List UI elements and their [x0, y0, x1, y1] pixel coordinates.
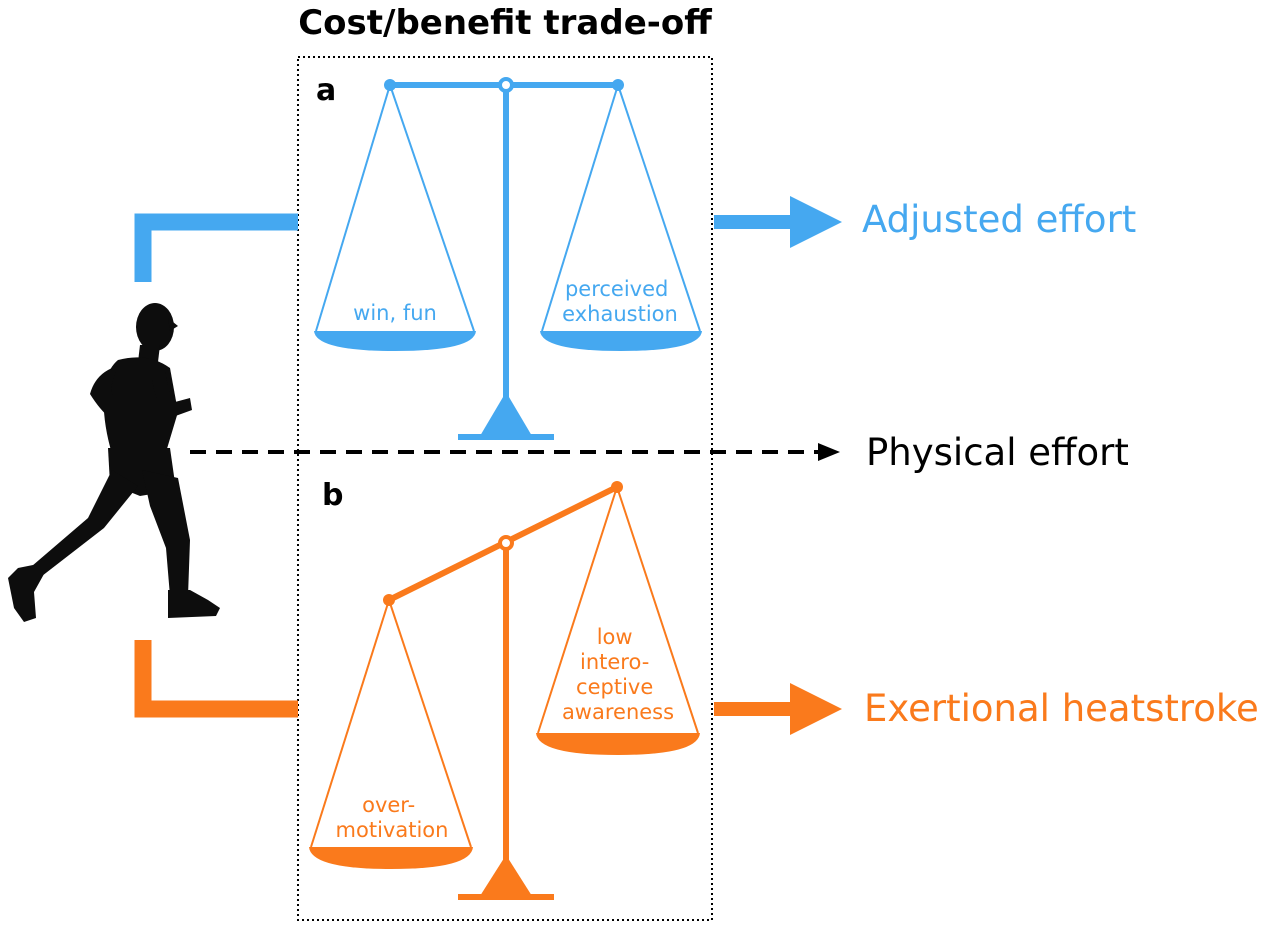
- panel-a-left-pan-text: win, fun: [353, 301, 437, 325]
- panel-b-input-connector: [134, 640, 298, 718]
- physical-effort-arrowhead: [818, 443, 840, 461]
- panel-b-label: b: [322, 478, 343, 513]
- adjusted-effort-arrow-shaft: [714, 215, 794, 229]
- diagram-title: Cost/benefit trade-off: [298, 3, 712, 43]
- panel-a-input-connector: [134, 213, 298, 282]
- panel-a-balance-scale: [314, 77, 702, 440]
- panel-a-label: a: [316, 73, 336, 108]
- heatstroke-arrow-shaft: [714, 702, 794, 716]
- runner-silhouette-icon: [8, 303, 220, 622]
- physical-effort-label: Physical effort: [866, 431, 1129, 474]
- adjusted-effort-arrowhead: [790, 196, 842, 248]
- tradeoff-frame: [297, 56, 713, 921]
- panel-a-right-pan-text: perceived exhaustion: [562, 277, 678, 326]
- panel-b-left-pan-line: motivation: [336, 818, 449, 842]
- panel-b-right-pan-text: low intero- ceptive awareness: [562, 625, 674, 724]
- panel-b-right-pan-line: intero-: [580, 650, 649, 674]
- panel-b-right-pan-line: awareness: [562, 700, 674, 724]
- panel-a-right-pan-line: perceived: [565, 277, 668, 301]
- panel-a-left-pan-line: win, fun: [353, 301, 437, 325]
- panel-b-left-pan-line: over-: [362, 793, 415, 817]
- panel-b-left-pan-text: over- motivation: [336, 793, 449, 842]
- panel-a-right-pan-line: exhaustion: [562, 302, 678, 326]
- adjusted-effort-label: Adjusted effort: [862, 198, 1136, 241]
- panel-b-balance-scale: [309, 481, 700, 900]
- exertional-heatstroke-label: Exertional heatstroke: [864, 687, 1259, 730]
- heatstroke-arrowhead: [790, 683, 842, 735]
- panel-b-right-pan-line: ceptive: [576, 675, 653, 699]
- panel-b-right-pan-line: low: [597, 625, 633, 649]
